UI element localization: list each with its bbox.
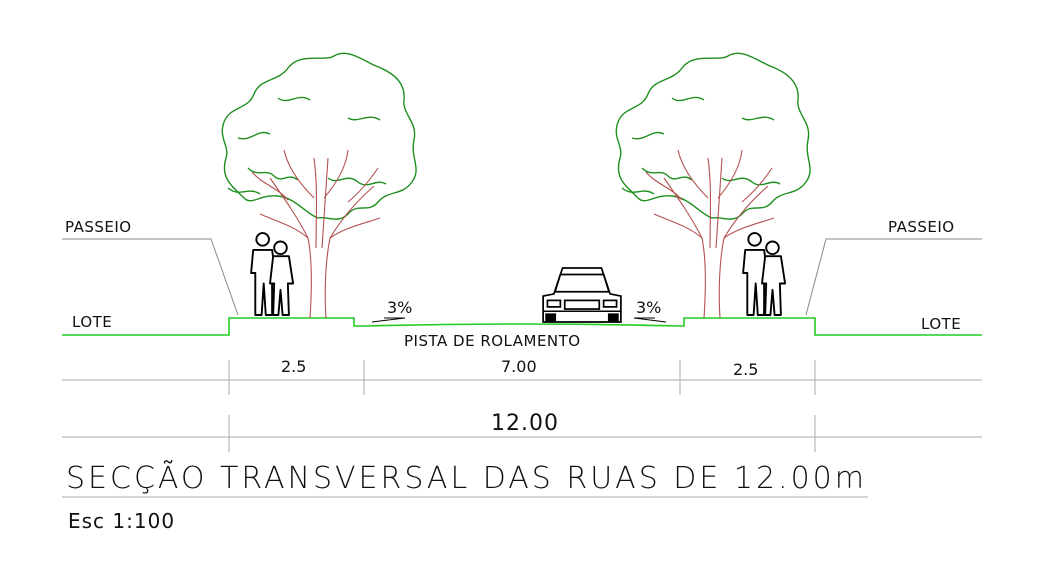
couple-icon — [742, 232, 787, 316]
slope-arrow-left — [371, 317, 406, 323]
couple-icon — [250, 232, 295, 316]
dimension-sidewalk-right: 2.5 — [733, 360, 758, 379]
slope-label-left: 3% — [387, 298, 412, 317]
lote-label-right: LOTE — [921, 315, 961, 333]
dimension-road: 7.00 — [501, 357, 537, 376]
dimension-sidewalk-left: 2.5 — [281, 357, 306, 376]
scale-label: Esc 1:100 — [68, 509, 175, 533]
dimension-total: 12.00 — [491, 411, 559, 436]
slope-label-right: 3% — [636, 298, 661, 317]
passeio-label-left: PASSEIO — [65, 218, 132, 236]
passeio-leader-left — [62, 238, 239, 316]
passeio-label-right: PASSEIO — [888, 218, 955, 236]
pista-label: PISTA DE ROLAMENTO — [404, 332, 581, 350]
slope-arrow-right — [633, 317, 667, 323]
ground-profile-line — [62, 317, 982, 336]
car-icon — [542, 267, 622, 323]
tree-icon — [221, 52, 417, 319]
passeio-leader-right — [805, 238, 982, 316]
drawing-title: SECÇÃO TRANSVERSAL DAS RUAS DE 12.00m — [66, 459, 867, 496]
lote-label-left: LOTE — [72, 313, 112, 331]
